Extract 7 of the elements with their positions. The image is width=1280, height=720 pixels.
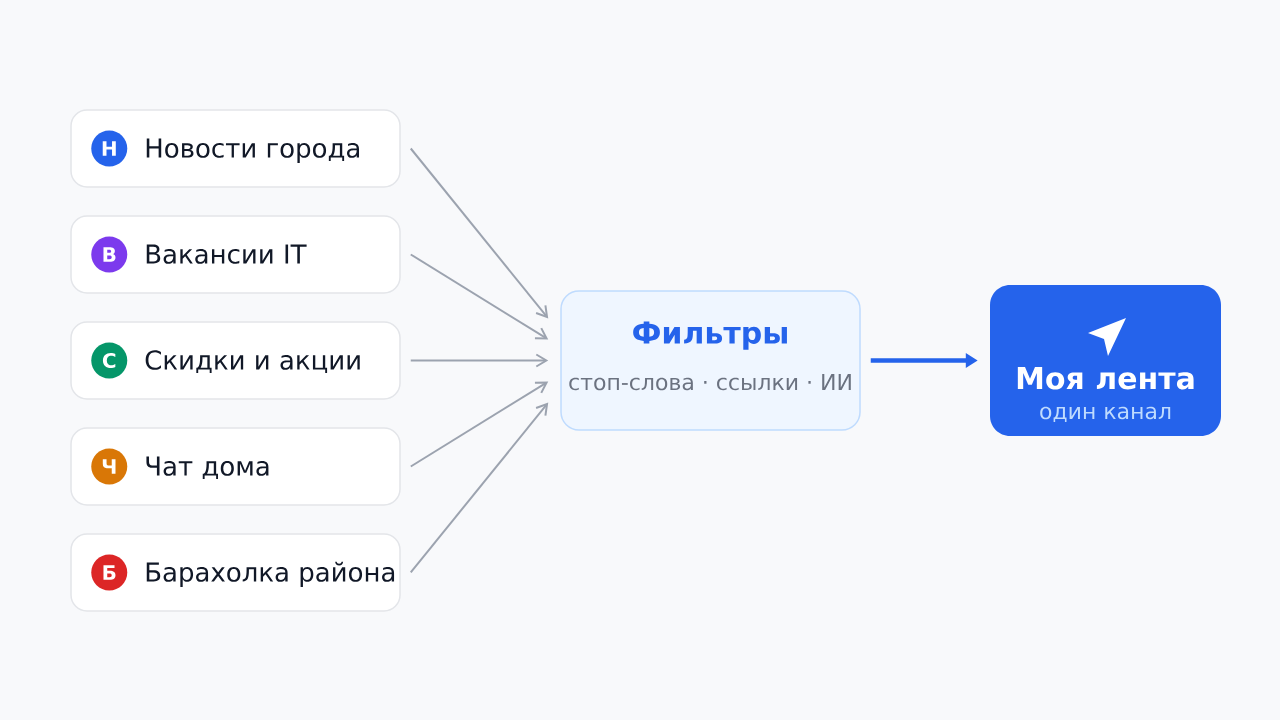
arrow (409, 253, 549, 340)
arrow (409, 147, 549, 319)
filter-box: Фильтры стоп-слова · ссылки · ИИ (560, 290, 861, 431)
arrow (409, 353, 549, 368)
arrow (409, 402, 549, 574)
arrow (409, 381, 549, 468)
feed-box: Моя лента один канал (990, 285, 1221, 436)
